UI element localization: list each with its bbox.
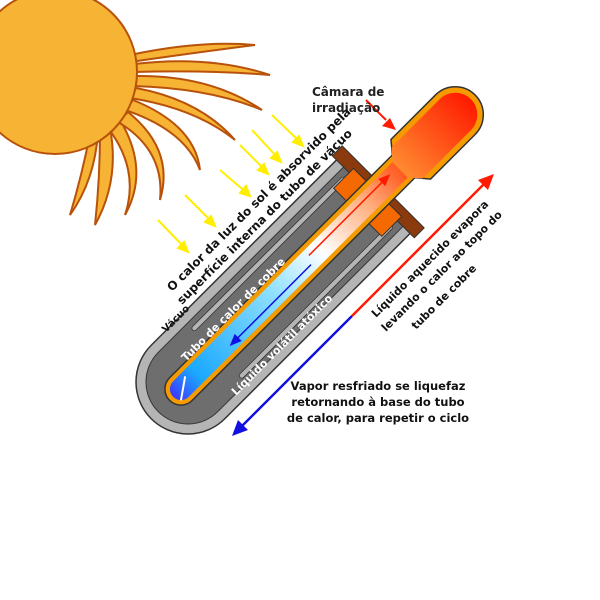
sunlight-arrow-icon (239, 144, 270, 176)
sunlight-arrow-icon (251, 129, 283, 164)
chamber-label-2: irradiação (312, 101, 380, 115)
cycle-arrow (232, 174, 494, 436)
arrow-down-icon (232, 420, 248, 436)
sunlight-arrow-icon (184, 194, 217, 228)
sunlight-arrow-icon (157, 219, 190, 254)
sunlight-arrow-icon (271, 114, 305, 148)
vapor-caption-3: de calor, para repetir o ciclo (287, 411, 469, 425)
chamber-pointer-arrow (365, 99, 396, 130)
chamber-label-1: Câmara de (312, 85, 384, 99)
sun-icon (0, 0, 271, 226)
vacuum-tube (135, 85, 485, 435)
vapor-caption-1: Vapor resfriado se liquefaz (291, 379, 466, 393)
sunlight-arrows (157, 114, 305, 254)
sunlight-arrow-icon (219, 169, 252, 198)
arrow-up-icon (478, 174, 494, 190)
vapor-caption-2: retornando à base do tubo (291, 395, 464, 409)
irradiation-chamber (391, 92, 478, 179)
